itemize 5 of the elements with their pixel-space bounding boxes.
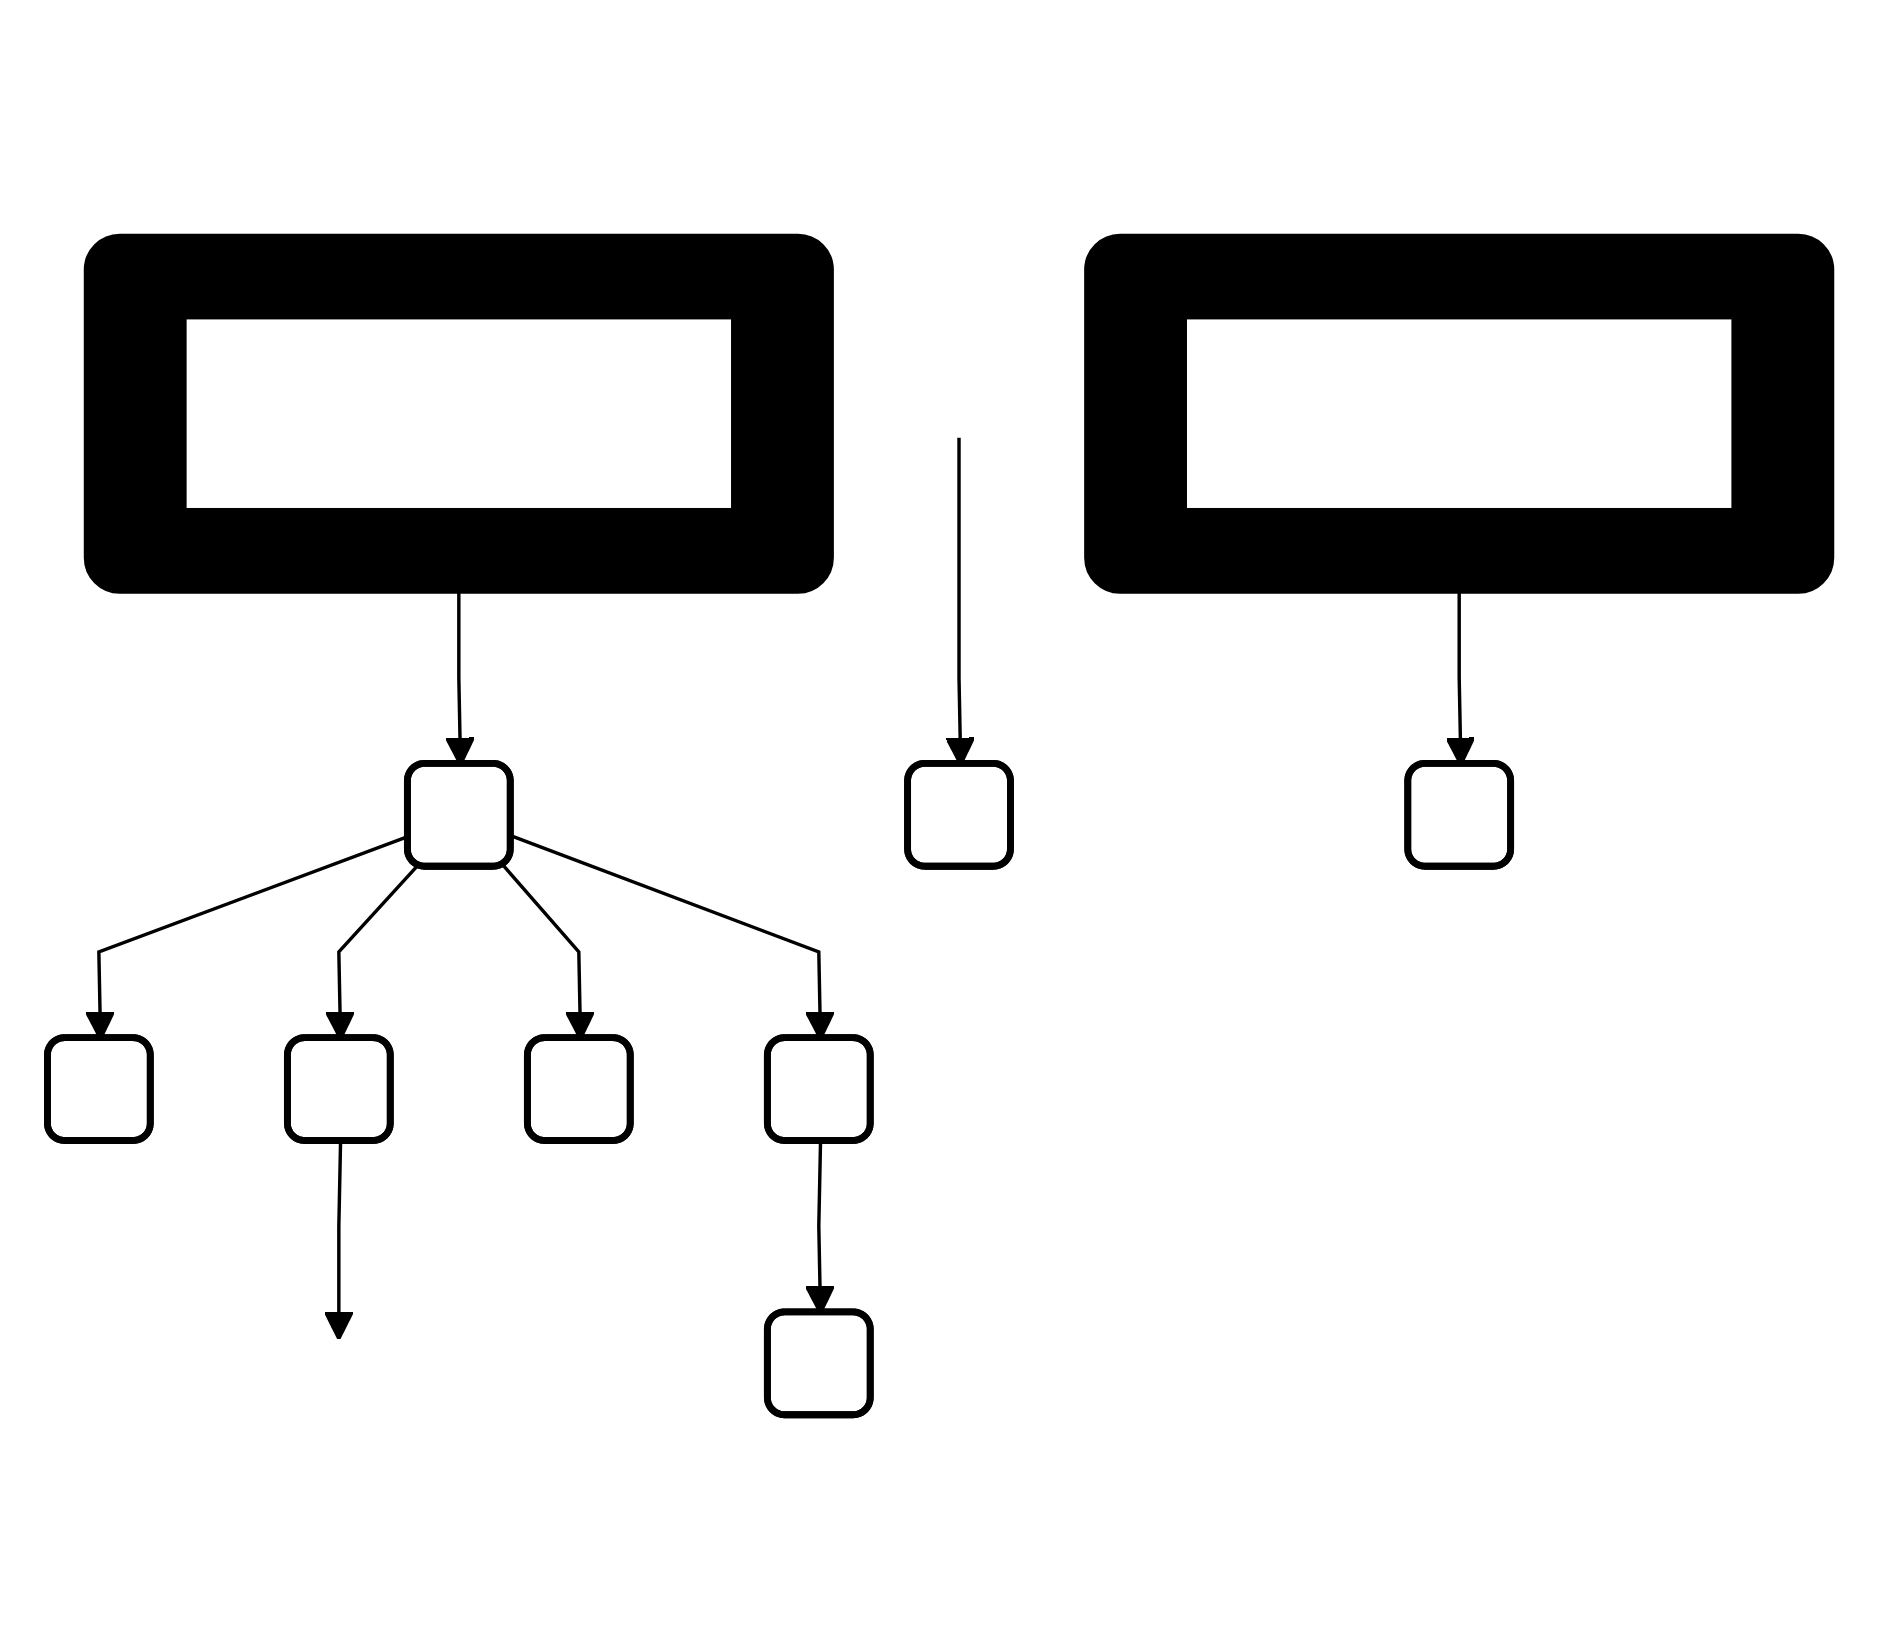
arrow (323, 1142, 354, 1341)
cluster (1084, 233, 1835, 594)
node-bar (1187, 319, 1732, 508)
node-bar (186, 319, 732, 508)
cluster (83, 233, 834, 594)
